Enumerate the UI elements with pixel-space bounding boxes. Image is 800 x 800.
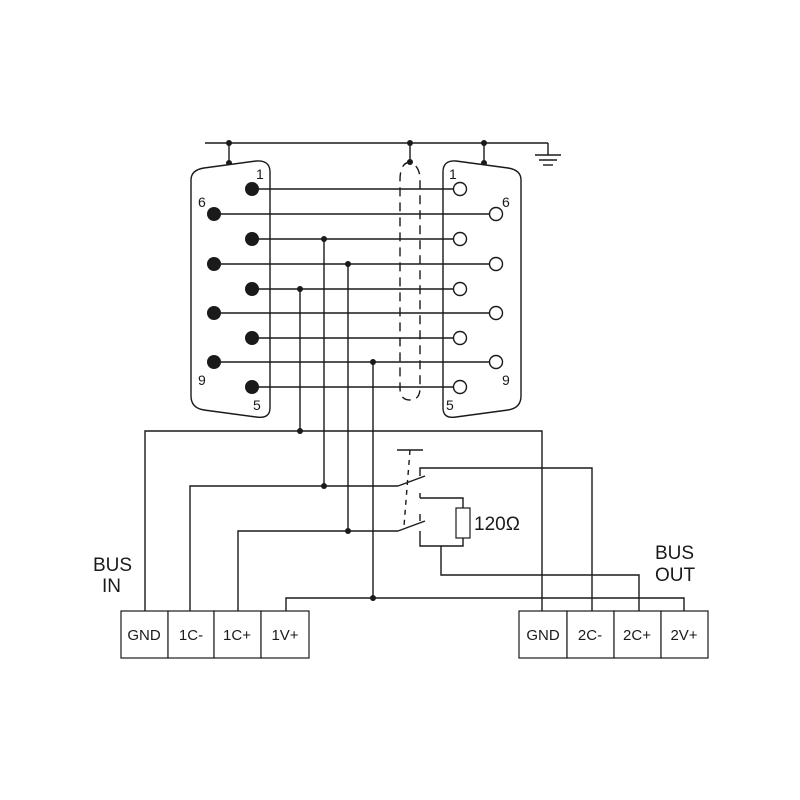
left-pin: [207, 306, 221, 320]
c-minus-wire: [189, 467, 593, 611]
left-pin: [245, 380, 259, 394]
left-pin: [207, 257, 221, 271]
right-pin: [488, 305, 504, 321]
right-pin: [488, 354, 504, 370]
right-pin-label-6: 6: [502, 194, 510, 210]
bus-out-terminal-label: 2C+: [623, 627, 651, 644]
right-pin: [452, 281, 468, 297]
bus-out-terminal-block: GND 2C- 2C+ 2V+: [518, 610, 709, 659]
left-pin: [245, 232, 259, 246]
bus-out-label-line2: OUT: [655, 565, 696, 586]
bus-in-terminal: [213, 610, 262, 659]
left-pin-label-6: 6: [198, 194, 206, 210]
right-pin: [452, 379, 468, 395]
bus-out-terminal: [613, 610, 662, 659]
bus-in-terminal: [260, 610, 310, 659]
ground-symbol-icon: [535, 154, 561, 166]
bus-in-terminal-label: GND: [127, 627, 161, 644]
right-pin: [488, 256, 504, 272]
termination-switch-icon: [397, 449, 423, 527]
bus-out-terminal-label: 2V+: [670, 627, 697, 644]
right-connector-pins: [452, 181, 504, 395]
left-pin-label-5: 5: [253, 397, 261, 413]
gnd-wire: [144, 430, 543, 611]
bus-out-terminal-label: 2C-: [578, 627, 602, 644]
c-plus-wire: [237, 514, 640, 611]
v-plus-wire: [285, 597, 685, 611]
bus-in-label-line1: BUS: [93, 555, 132, 576]
bus-in-terminal-block: GND 1C- 1C+ 1V+: [120, 610, 310, 659]
bus-out-terminal: [660, 610, 709, 659]
pin-wires: [214, 188, 496, 388]
resistor-label: 120Ω: [474, 514, 520, 535]
bus-in-terminal: [167, 610, 215, 659]
left-connector-pins: [207, 182, 259, 394]
bus-out-label-line1: BUS: [655, 543, 694, 564]
right-pin-label-5: 5: [446, 397, 454, 413]
wire-junctions: [297, 236, 376, 601]
bus-out-terminal: [518, 610, 568, 659]
bus-in-terminal-label: 1V+: [271, 627, 298, 644]
right-pin-label-9: 9: [502, 372, 510, 388]
right-pin-label-1: 1: [449, 166, 457, 182]
right-pin: [452, 181, 468, 197]
right-pin: [452, 231, 468, 247]
shield-ground-bus: [205, 140, 549, 166]
left-pin-label-9: 9: [198, 372, 206, 388]
bus-out-terminal: [566, 610, 615, 659]
left-dsub-connector: [190, 160, 271, 418]
left-pin: [245, 182, 259, 196]
bus-in-terminal-label: 1C+: [223, 627, 251, 644]
bus-in-terminal: [120, 610, 169, 659]
left-pin: [245, 282, 259, 296]
right-pin: [488, 206, 504, 222]
left-pin-label-1: 1: [256, 166, 264, 182]
termination-resistor-icon: [455, 507, 471, 539]
vertical-drops: [299, 239, 374, 598]
bus-out-terminal-label: GND: [526, 627, 560, 644]
bus-in-terminal-label: 1C-: [179, 627, 203, 644]
left-pin: [245, 331, 259, 345]
right-dsub-connector: [442, 160, 522, 418]
left-pin: [207, 355, 221, 369]
bus-in-label-line2: IN: [102, 576, 121, 597]
cable-shield: [399, 161, 421, 401]
left-pin: [207, 207, 221, 221]
right-pin: [452, 330, 468, 346]
